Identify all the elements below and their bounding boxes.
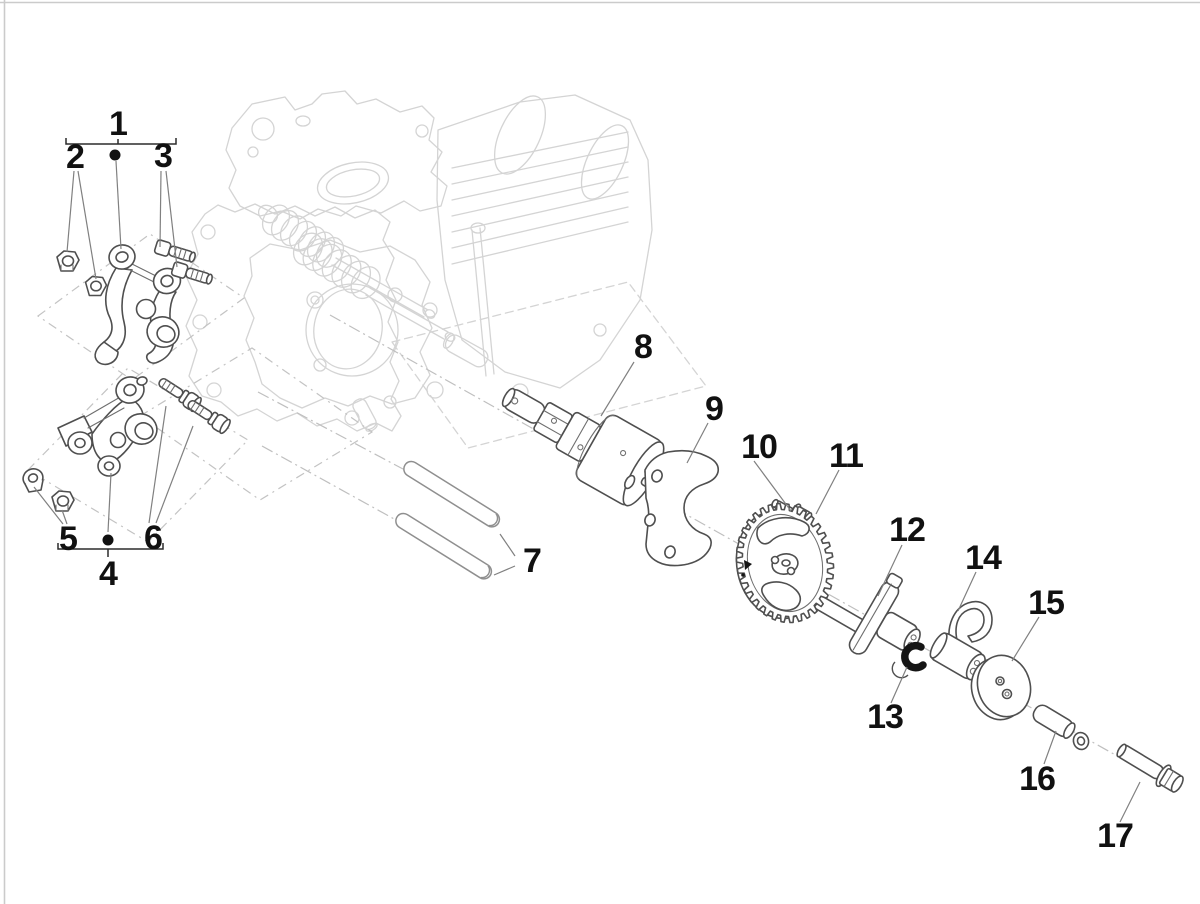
callout-4: 4 [99, 555, 118, 593]
bracket-group-lower [57, 534, 164, 557]
stud-bolt [187, 399, 231, 435]
dowel-pins [395, 460, 501, 580]
ghost-valve-spring [261, 204, 345, 268]
timing-sprocket [735, 502, 835, 624]
adjuster-ball [109, 431, 127, 449]
timing-mark [744, 560, 752, 570]
ghost-shaft-bore [442, 333, 489, 368]
callout-1: 1 [109, 105, 128, 143]
callout-6: 6 [144, 519, 163, 557]
ghost-head-casting [243, 239, 433, 409]
ghost-head-gasket [185, 203, 402, 432]
callout-12: 12 [889, 511, 926, 549]
tensioner-disc [970, 654, 1032, 721]
ghost-combustion-port [305, 283, 399, 377]
dowel-pin [403, 460, 501, 528]
hex-flange-bolt [1116, 743, 1184, 793]
hex-nut [56, 250, 80, 272]
fork-hook [948, 600, 993, 645]
bushing [22, 468, 44, 493]
cap-screw [170, 261, 213, 285]
callout-7: 7 [523, 542, 542, 580]
ghost-cooling-fins [451, 131, 629, 265]
pin-axis-centerline [257, 391, 404, 470]
sprocket-cutout [756, 516, 810, 545]
group-dot [109, 149, 121, 161]
camshaft [501, 387, 665, 507]
c-clip [891, 641, 927, 679]
group-dot [102, 534, 114, 546]
callout-11: 11 [829, 437, 864, 475]
hex-nut [51, 490, 75, 512]
callout-16: 16 [1019, 760, 1056, 798]
callout-17: 17 [1097, 817, 1134, 855]
callout-15: 15 [1028, 584, 1065, 622]
adjuster-ball [135, 298, 157, 320]
fork-lever [929, 600, 993, 681]
callout-9: 9 [705, 390, 724, 428]
callout-10: 10 [741, 428, 778, 466]
dowel-pin [395, 512, 493, 580]
rocker-assembly-lower [22, 376, 231, 512]
rocker-arm-body [100, 267, 133, 356]
retaining-plate [644, 449, 720, 567]
leader-lines [33, 160, 1141, 823]
dashed-box-lower-bolts [138, 347, 374, 501]
callout-14: 14 [965, 539, 1002, 577]
ghost-cylinder-block [436, 94, 653, 389]
pin-axis-centerline [261, 445, 397, 521]
rocker-assembly-upper [56, 239, 213, 366]
callout-2: 2 [66, 138, 85, 176]
spacer-pin [1032, 704, 1076, 739]
spacer-bushing [1072, 731, 1090, 751]
callout-13: 13 [867, 698, 904, 736]
shaft-flange [848, 572, 921, 655]
ghost-stud [352, 398, 378, 432]
rocker-pad [57, 415, 93, 447]
ghost-engine [185, 90, 707, 449]
hex-nut [84, 275, 108, 297]
callout-3: 3 [154, 137, 173, 175]
sprocket-cutout [761, 581, 802, 612]
callout-5: 5 [59, 520, 78, 558]
bracket-group-upper [65, 138, 177, 161]
ghost-dashed-outline [391, 281, 707, 449]
callout-8: 8 [634, 328, 653, 366]
ghost-intake-oval [316, 161, 390, 205]
rocker-arm-foot [94, 341, 119, 366]
ghost-top-gasket [225, 90, 448, 220]
